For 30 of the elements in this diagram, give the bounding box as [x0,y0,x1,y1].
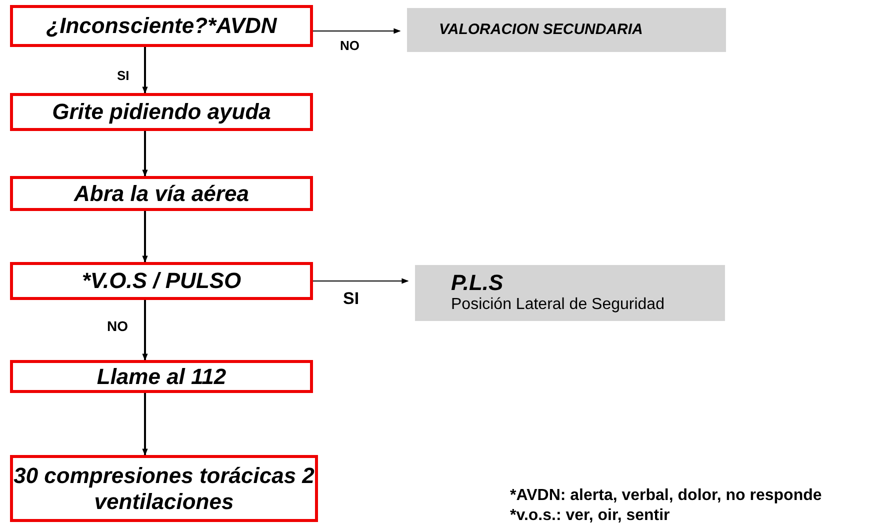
result-title: VALORACION SECUNDARIA [439,20,643,40]
footnote: *v.o.s.: ver, oir, sentir [510,506,671,526]
step-text: 30 compresiones torácicas 2 ventilaciones [13,462,315,514]
arrow [142,211,148,263]
step-box [10,5,313,47]
result-title: P.L.S [451,271,504,295]
step-box [10,360,313,393]
footnote: *AVDN: alerta, verbal, dolor, no responde [510,486,822,506]
step-text: *V.O.S / PULSO [82,268,242,294]
arrow [142,393,148,456]
result-box [407,8,726,52]
arrow [142,300,148,361]
step-text: Abra la vía aérea [74,180,249,206]
edge-label: SI [117,67,130,85]
edge-label: NO [340,37,360,55]
step-box [10,262,313,300]
step-box [10,176,313,211]
arrow [142,131,148,177]
arrow [312,28,401,34]
edge-label: SI [343,288,360,310]
step-text: Grite pidiendo ayuda [52,99,271,125]
arrow [312,278,409,284]
step-box [10,455,318,522]
step-text: ¿Inconsciente?*AVDN [46,13,277,39]
result-text: Posición Lateral de Seguridad [451,295,664,315]
step-box [10,93,313,131]
step-text: Llame al 112 [96,364,226,390]
result-box [415,265,725,321]
arrow [142,47,148,94]
edge-label: NO [107,317,128,336]
